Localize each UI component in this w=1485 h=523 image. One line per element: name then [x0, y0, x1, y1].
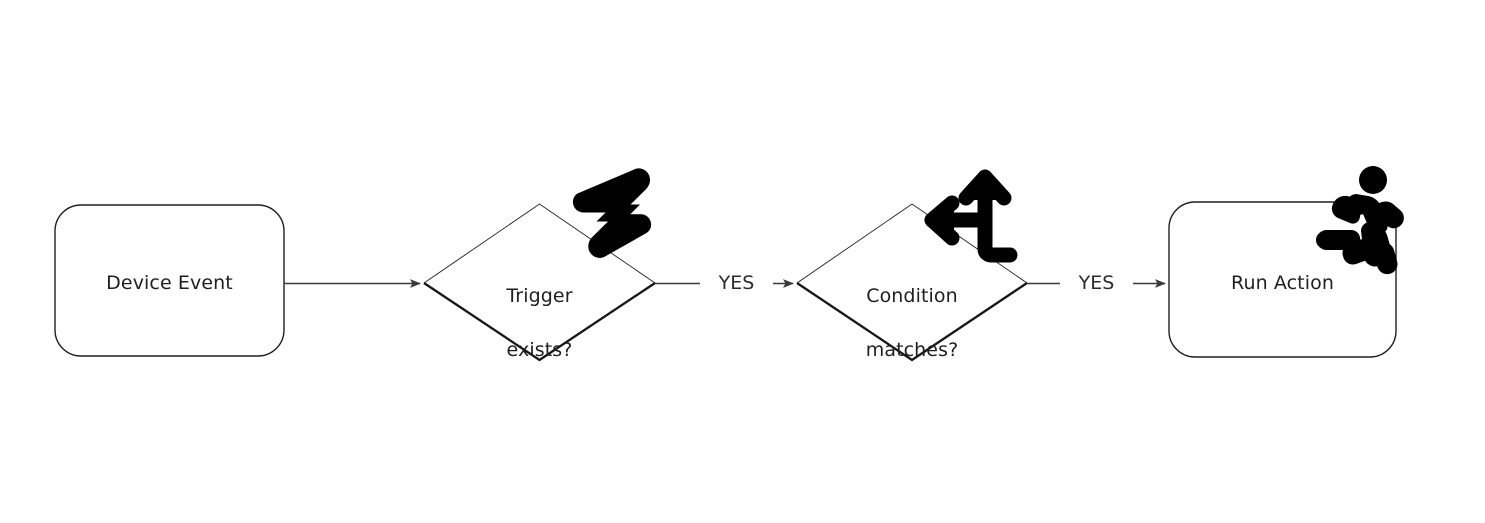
node-device-event-shape[interactable] — [54, 204, 285, 357]
lightning-bolt-icon — [572, 168, 652, 258]
edge-trigger-to-condition-label: YES — [700, 272, 773, 294]
running-person-icon — [1316, 166, 1404, 275]
node-condition-matches-shape-lower[interactable] — [796, 282, 1028, 362]
edge-condition-to-action-label: YES — [1060, 272, 1133, 294]
node-run-action-shape[interactable] — [1168, 201, 1397, 358]
node-trigger-exists-shape-lower[interactable] — [423, 282, 656, 362]
branch-arrow-icon-fill — [924, 172, 1011, 242]
node-trigger-exists-shape-upper[interactable] — [423, 203, 656, 284]
